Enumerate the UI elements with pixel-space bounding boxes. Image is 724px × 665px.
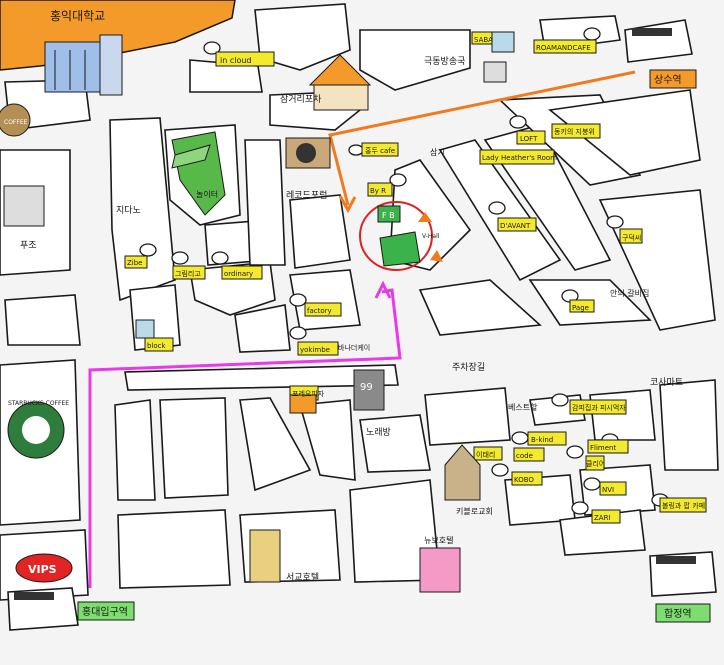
label-b-kind: B-kind bbox=[531, 436, 553, 444]
label-besthal: 베스트할 bbox=[508, 402, 538, 412]
up-arrow-icon bbox=[418, 212, 432, 222]
hongik-label-box bbox=[77, 601, 135, 621]
label-yokimbe: yokimbe bbox=[300, 346, 330, 354]
label-zari: ZARI bbox=[594, 514, 611, 522]
label-starbucks: STARBUCKS COFFEE bbox=[8, 400, 69, 407]
label-ordinary: ordinary bbox=[224, 270, 253, 278]
label-fliment: Fliment bbox=[590, 444, 616, 452]
sangsu-label-box bbox=[649, 69, 697, 89]
sangsu-station-icon bbox=[624, 19, 693, 63]
label-hall: V-Hall bbox=[422, 233, 440, 240]
pizza-shop-icon bbox=[289, 394, 317, 414]
label-hongdu: 홍두 cafe bbox=[365, 146, 395, 155]
down-arrow-icon bbox=[430, 250, 443, 262]
label-karaoke: 노래방 bbox=[366, 427, 391, 438]
vinyl-record-icon bbox=[296, 143, 316, 163]
label-loft: LOFT bbox=[520, 135, 538, 143]
magenta-route-arrow bbox=[374, 280, 392, 299]
label-clear: 클리어 bbox=[586, 459, 605, 468]
label-code: code bbox=[516, 452, 533, 460]
map-labels: in cloud 삼거리포차 극동방송국 SABA ROAMANDCAFE 상수… bbox=[4, 36, 705, 620]
label-samgi: 삼기 bbox=[430, 147, 445, 157]
label-factory: factory bbox=[307, 307, 332, 315]
newbo-hotel-icon bbox=[419, 547, 461, 593]
label-by-r: By R bbox=[370, 187, 386, 195]
label-vips: VIPS bbox=[28, 563, 57, 576]
label-gudeok: 구덕씨 bbox=[622, 233, 641, 242]
saba-frame-icon bbox=[491, 31, 515, 53]
label-playground: 놀이터 bbox=[196, 189, 218, 199]
fb-sign-text: F B bbox=[382, 211, 395, 220]
label-church: 키블로교회 bbox=[456, 506, 493, 516]
vips-logo-icon bbox=[15, 553, 73, 583]
hongik-station-icon bbox=[7, 587, 79, 631]
radio-station-icon bbox=[483, 61, 507, 83]
coffee-logo-icon bbox=[0, 103, 31, 137]
label-kobo: KOBO bbox=[514, 476, 534, 484]
orange-route-arrow bbox=[338, 195, 357, 214]
city-blocks bbox=[0, 3, 719, 601]
label-saba: SABA bbox=[474, 36, 493, 44]
hapjeong-station-icon bbox=[649, 551, 717, 597]
label-in-cloud: in cloud bbox=[220, 56, 252, 65]
puzo-building-icon bbox=[3, 185, 45, 227]
samgeori-building-icon bbox=[313, 84, 369, 111]
university-label: 홍익대학교 bbox=[50, 9, 105, 23]
label-record-forum: 레코드포럼 bbox=[286, 189, 327, 201]
label-coffee: COFFEE bbox=[4, 119, 28, 126]
label-puzo: 푸조 bbox=[20, 240, 37, 251]
church-icon bbox=[444, 444, 481, 501]
label-samgeori: 삼거리포차 bbox=[280, 93, 322, 105]
label-hongik-station: 홍대입구역 bbox=[82, 605, 128, 618]
label-parking-street: 주차장길 bbox=[452, 361, 485, 373]
seogyo-hotel-icon bbox=[249, 529, 281, 583]
karaoke-99-icon bbox=[353, 369, 385, 411]
magenta-route bbox=[88, 288, 402, 588]
label-page: Page bbox=[572, 304, 589, 312]
label-sangsu-station: 상수역 bbox=[654, 74, 682, 86]
label-gamjip: 감피집과 피시먹자 bbox=[572, 403, 626, 412]
label-seogyo-hotel: 서교호텔 bbox=[286, 571, 319, 583]
label-zibe: Zibe bbox=[127, 259, 143, 267]
label-99: 99 bbox=[360, 382, 373, 393]
starbucks-siren-icon bbox=[22, 416, 50, 444]
label-block: block bbox=[147, 342, 167, 350]
label-pizza: 포레오피자 bbox=[292, 389, 325, 398]
hapjeong-label-box bbox=[655, 603, 711, 623]
label-cosamart: 코사마트 bbox=[650, 377, 683, 388]
label-jipatwi: 동키의 지붕위 bbox=[554, 127, 595, 136]
green-building-icon bbox=[379, 231, 421, 267]
label-lady: Lady Heather's Room bbox=[482, 154, 557, 162]
label-jidaro: 지다노 bbox=[116, 205, 141, 216]
highlight-circle bbox=[359, 201, 433, 271]
block-frame-icon bbox=[135, 319, 155, 339]
label-bakery: 바나더케이 bbox=[338, 343, 370, 352]
label-grimrigo: 그림리고 bbox=[175, 269, 201, 278]
fb-sign bbox=[377, 205, 401, 223]
slide-icon bbox=[171, 144, 211, 169]
university-building-icon bbox=[44, 34, 123, 96]
label-davant: D'AVANT bbox=[500, 222, 531, 230]
label-italy: 이태리 bbox=[476, 450, 495, 459]
label-nvi: NVI bbox=[602, 486, 614, 494]
label-bowling: 볼링과 팝 카페 bbox=[662, 501, 705, 510]
label-roamand: ROAMANDCAFE bbox=[536, 44, 591, 52]
orange-route bbox=[328, 70, 636, 206]
label-galbi: 안의 갈비집 bbox=[610, 288, 649, 298]
label-newbo-hotel: 뉴보호텔 bbox=[424, 536, 453, 545]
coffee-cup-icons bbox=[139, 27, 669, 515]
label-kukdong: 극동방송국 bbox=[424, 56, 465, 67]
label-hapjeong-station: 합정역 bbox=[664, 608, 692, 620]
